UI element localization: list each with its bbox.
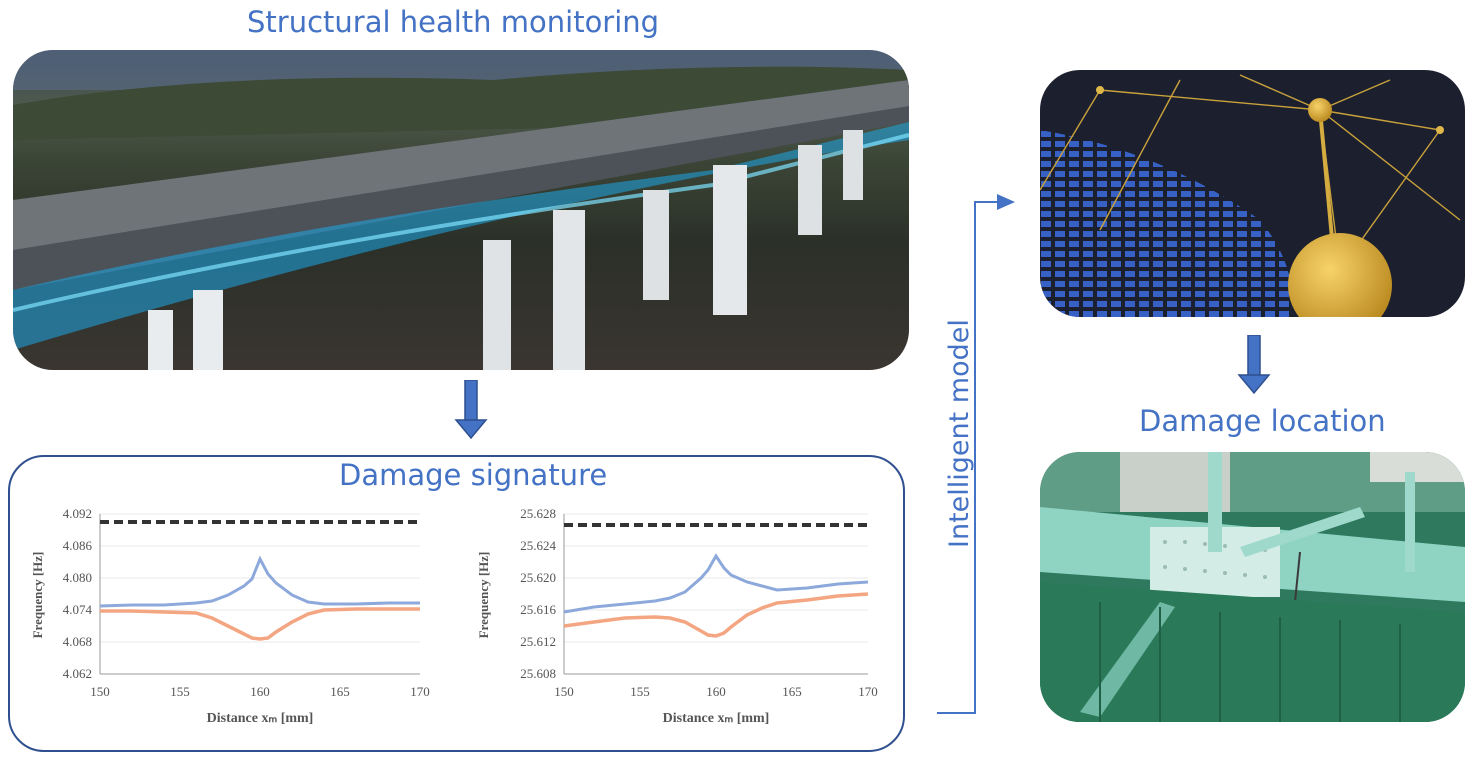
- y-tick: 4.086: [63, 538, 93, 553]
- lower-series: [563, 592, 869, 638]
- x-tick: 160: [706, 684, 726, 699]
- y-tick: 25.612: [520, 634, 556, 649]
- x-tick: 150: [554, 684, 574, 699]
- intelligent-model-label: Intelligent model: [944, 319, 975, 548]
- upper-series: [563, 553, 869, 614]
- shm-title: Structural health monitoring: [247, 5, 660, 39]
- bridge-illustration: [13, 50, 909, 370]
- y-axis-label: Frequency [Hz]: [30, 552, 45, 639]
- y-tick: 25.624: [520, 538, 556, 553]
- x-tick: 165: [330, 684, 350, 699]
- y-tick: 4.092: [63, 506, 92, 521]
- network-illustration: [1040, 74, 1461, 317]
- y-tick: 4.080: [63, 570, 92, 585]
- x-tick: 165: [782, 684, 802, 699]
- x-tick: 150: [90, 684, 110, 699]
- x-tick: 155: [170, 684, 190, 699]
- x-tick: 160: [250, 684, 270, 699]
- damage-location-title: Damage location: [1139, 404, 1386, 438]
- down-arrow-icon: [1237, 335, 1271, 395]
- neural-network-image: [1040, 70, 1465, 317]
- x-tick: 155: [630, 684, 650, 699]
- y-tick: 25.616: [520, 602, 556, 617]
- lower-series: [100, 607, 420, 641]
- girder-illustration: [1040, 452, 1465, 722]
- x-tick: 170: [410, 684, 430, 699]
- frequency-chart-1: 4.092 4.086 4.080 4.074 4.068 4.062 150 …: [20, 500, 430, 735]
- damage-signature-title: Damage signature: [339, 458, 608, 492]
- y-axis-label: Frequency [Hz]: [476, 552, 491, 639]
- bridge-image: [13, 50, 909, 370]
- y-tick: 4.062: [63, 666, 92, 681]
- frequency-chart-2: 25.628 25.624 25.620 25.616 25.612 25.60…: [468, 500, 878, 735]
- y-tick: 25.608: [520, 666, 556, 681]
- y-tick: 25.628: [520, 506, 556, 521]
- y-tick: 25.620: [520, 570, 556, 585]
- y-tick: 4.068: [63, 634, 92, 649]
- x-axis-label: Distance xₘ [mm]: [663, 711, 770, 726]
- upper-series: [99, 555, 420, 608]
- x-tick: 170: [858, 684, 878, 699]
- down-arrow-icon: [454, 380, 488, 440]
- damage-location-image: [1040, 452, 1465, 722]
- x-axis-label: Distance xₘ [mm]: [207, 711, 314, 726]
- y-tick: 4.074: [63, 602, 93, 617]
- damage-signature-panel: [8, 455, 905, 752]
- connector-arrow-icon: [937, 194, 1015, 714]
